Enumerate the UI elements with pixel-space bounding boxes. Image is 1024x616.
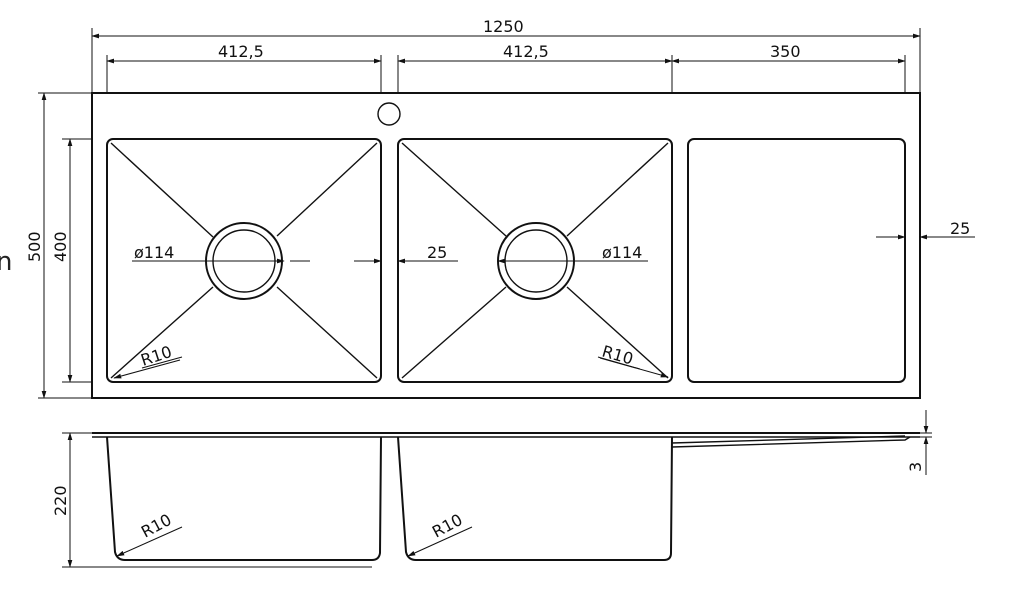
left-drain-diameter-label: ø114	[134, 243, 174, 262]
drainboard-margin-label: 25	[950, 219, 970, 238]
bowl-height-dimension: 220	[51, 432, 372, 568]
thickness-dimension: 3	[905, 410, 932, 475]
overall-depth-label: 500	[25, 231, 44, 262]
left-side-radius-label: R10	[138, 510, 175, 542]
right-bowl-profile	[397, 436, 673, 561]
bowl-height-label: 220	[51, 485, 70, 516]
cropped-left-text: n	[0, 247, 12, 277]
right-drain-diameter-label: ø114	[602, 243, 642, 262]
right-bowl-radius-label: R10	[600, 342, 636, 369]
overall-width-dimension: 1250	[91, 17, 921, 95]
sink-side-view: R10 R10 220 3	[51, 410, 932, 568]
left-bowl: ø114 R10	[106, 138, 382, 383]
left-bowl-radius-label: R10	[138, 342, 174, 370]
drainboard-profile	[671, 436, 911, 448]
right-side-radius-label: R10	[429, 510, 466, 542]
overall-width-label: 1250	[483, 17, 524, 36]
overall-depth-dimension: 500	[25, 92, 92, 399]
bowl-right-width-dimension: 412,5	[397, 42, 673, 92]
sink-plan-view: ø114 R10 25 ø114 R10	[91, 92, 975, 399]
left-bowl-profile	[106, 436, 382, 561]
bowl-depth-dimension: 400	[51, 138, 92, 383]
bowl-depth-label: 400	[51, 231, 70, 262]
sink-outline	[91, 92, 921, 399]
thickness-label: 3	[906, 462, 925, 472]
right-bowl: ø114 R10	[397, 138, 673, 383]
bowl-left-width-label: 412,5	[218, 42, 264, 61]
bowl-left-width-dimension: 412,5	[106, 42, 382, 92]
drainboard-width-dimension: 350	[671, 42, 906, 92]
faucet-hole	[377, 102, 401, 126]
drainboard-width-label: 350	[770, 42, 801, 61]
bowl-right-width-label: 412,5	[503, 42, 549, 61]
bowl-gap-dimension: 25	[354, 243, 458, 264]
bowl-gap-label: 25	[427, 243, 447, 262]
drainboard: 25	[687, 138, 975, 383]
